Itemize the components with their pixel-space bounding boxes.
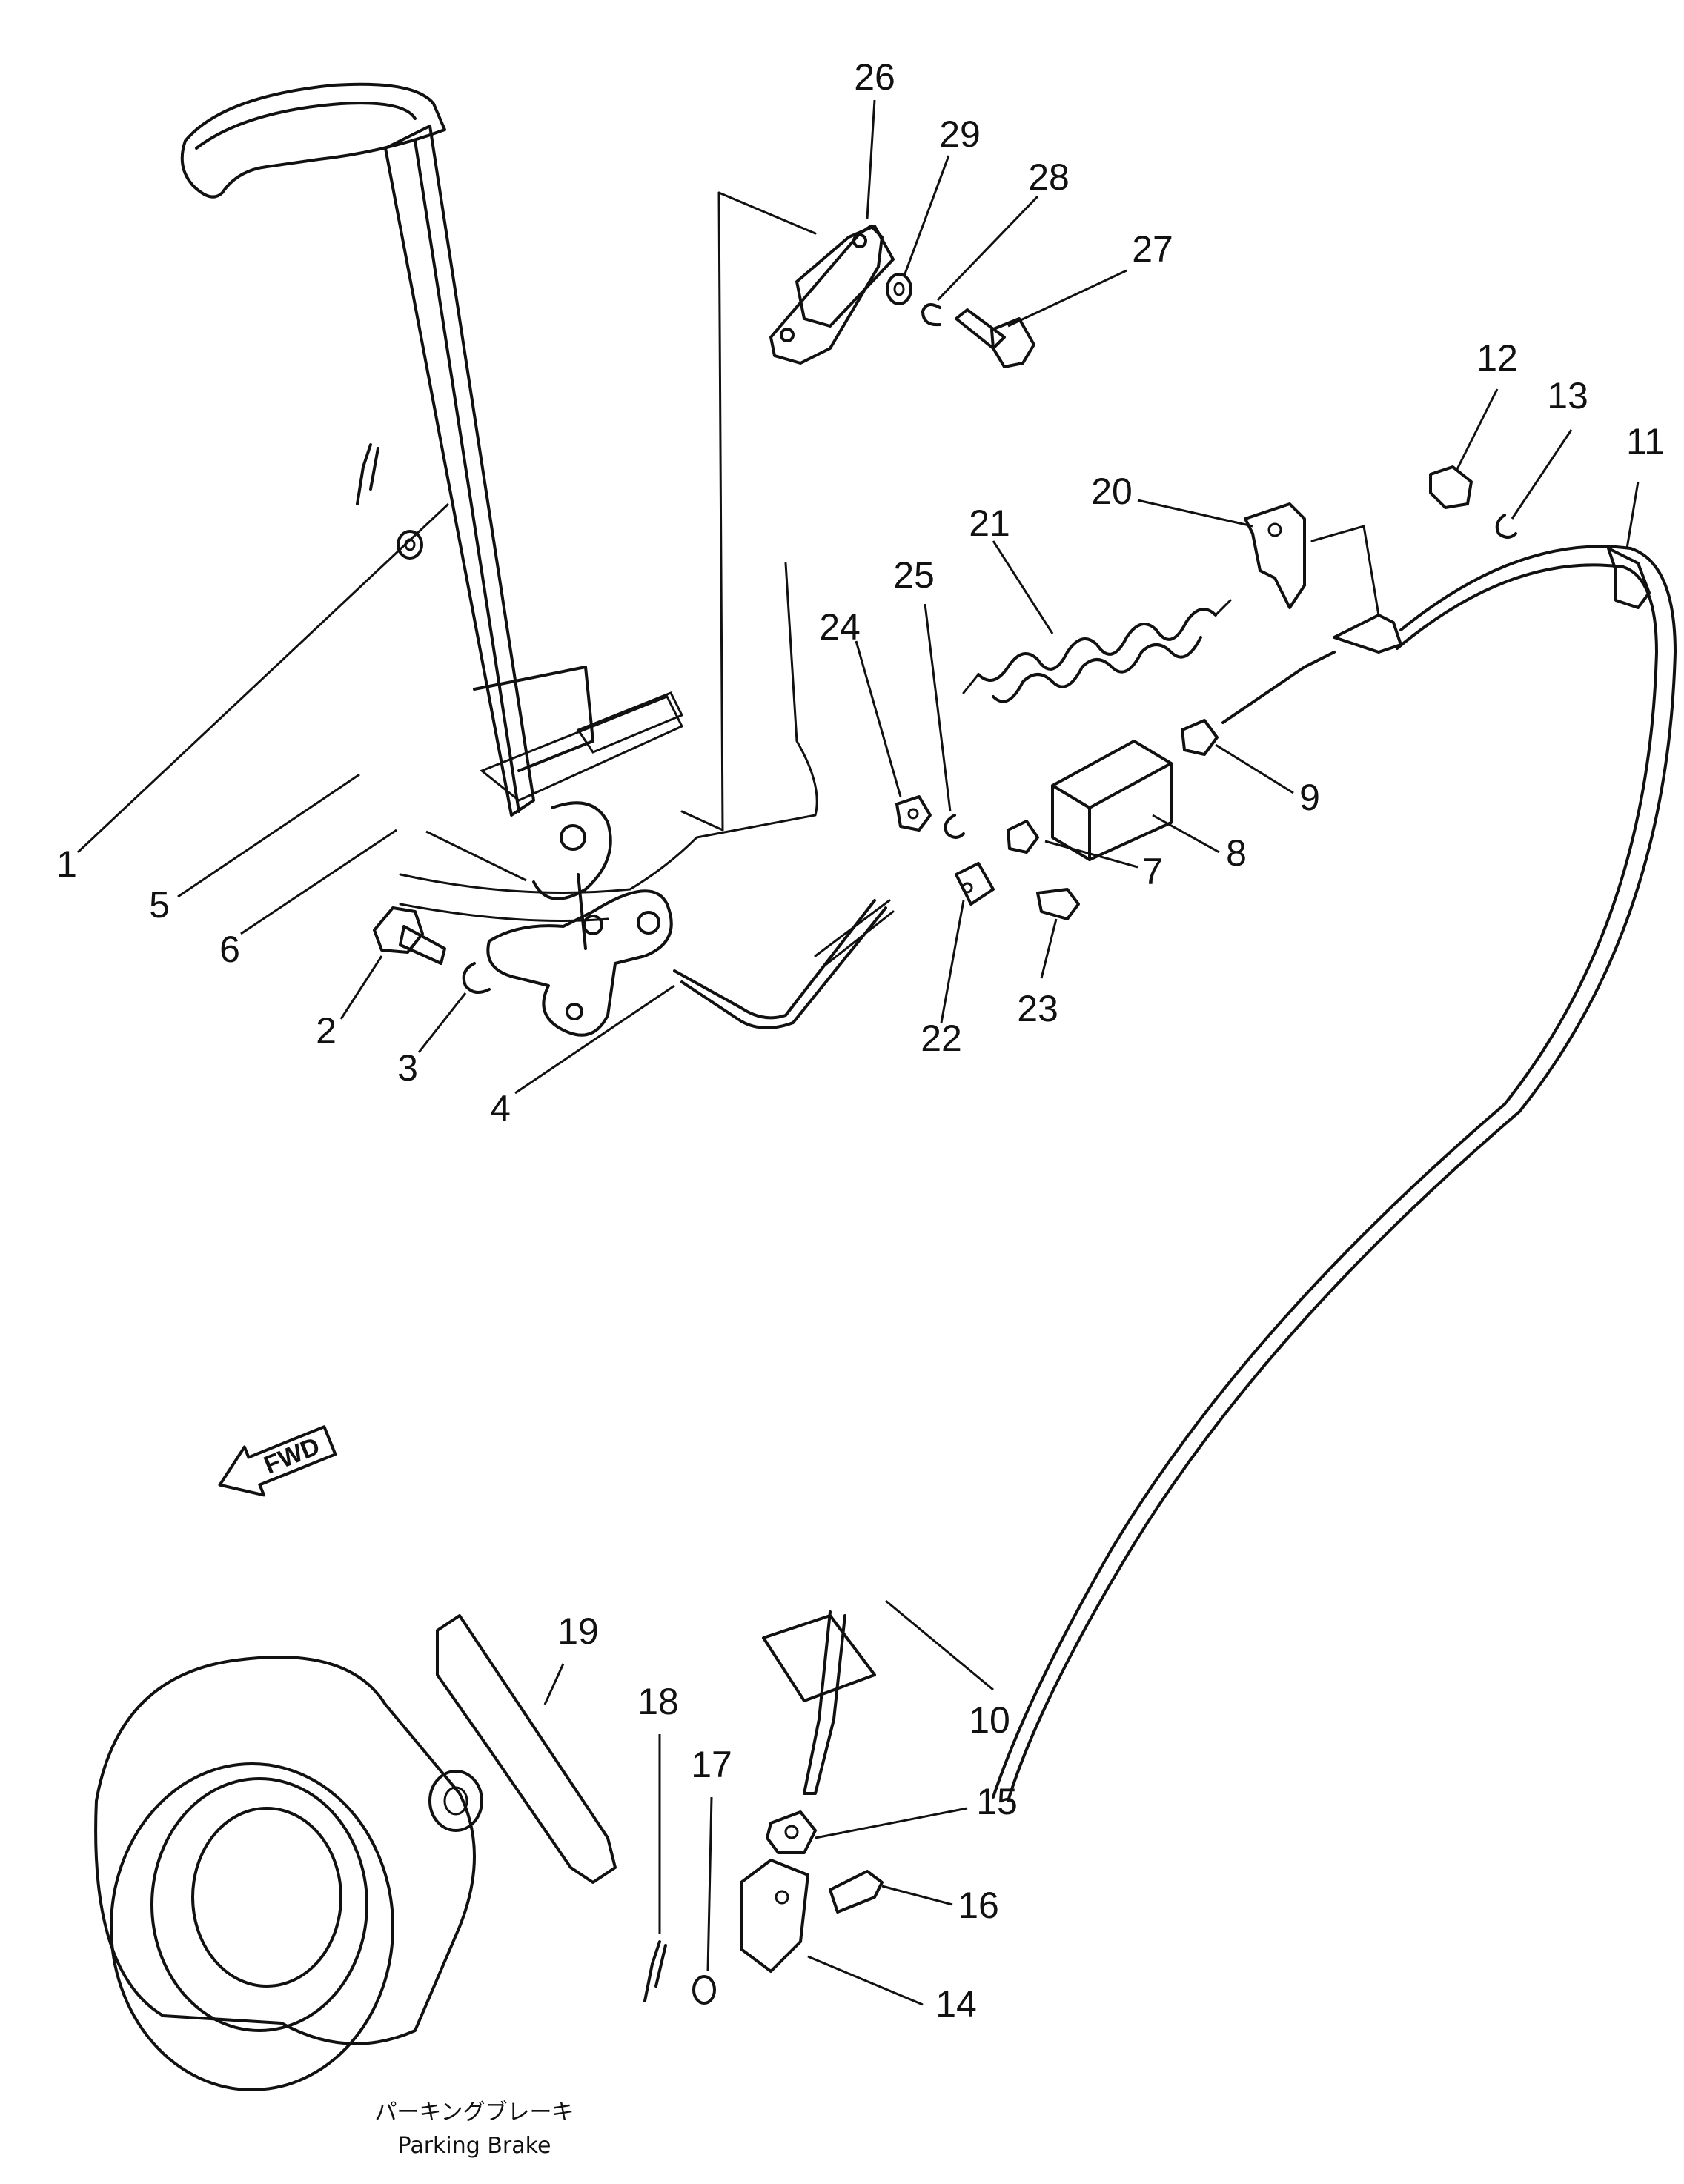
cotter-pin-18	[643, 1940, 667, 2002]
rod-4	[673, 899, 895, 1030]
callout-25: 25	[893, 554, 935, 596]
cotter-pin-5	[356, 443, 379, 505]
nut-15	[766, 1810, 817, 1854]
floor-plate	[399, 562, 818, 922]
forward-arrow-icon: FWD	[218, 1425, 337, 1497]
bolt-27	[955, 308, 1035, 368]
nut-24	[895, 795, 932, 832]
clevis-22	[955, 862, 995, 906]
snap-ring-3	[462, 962, 491, 994]
lock-washer-28	[921, 303, 941, 327]
callout-6: 6	[219, 929, 240, 970]
brake-lever	[180, 82, 673, 1037]
caption-english: Parking Brake	[398, 2133, 551, 2159]
callout-8: 8	[1226, 832, 1247, 874]
callout-20: 20	[1091, 471, 1133, 512]
callout-12: 12	[1476, 337, 1518, 379]
block-8	[1051, 740, 1173, 861]
nut-9	[1181, 719, 1219, 756]
ring-13	[1495, 514, 1517, 539]
callout-labels: 1 2 3 4 5 6 7 8 9 10 11 12 13 14 15 16 1…	[56, 56, 1665, 2025]
callout-15: 15	[976, 1781, 1018, 1822]
spring-21	[962, 599, 1232, 703]
callout-28: 28	[1028, 156, 1070, 198]
nut-7	[1007, 820, 1039, 854]
cover-plate	[680, 191, 895, 832]
callout-5: 5	[149, 884, 170, 926]
washer-17	[692, 1975, 716, 2005]
callout-16: 16	[958, 1885, 999, 1926]
callout-22: 22	[921, 1018, 962, 1059]
callout-11: 11	[1626, 421, 1665, 462]
callout-26: 26	[854, 56, 895, 98]
clamp-11	[1607, 547, 1651, 609]
yoke-14	[740, 1859, 809, 1973]
callout-7: 7	[1142, 851, 1163, 892]
pin-16	[829, 1870, 884, 1914]
leader-lines	[76, 99, 1640, 2006]
callout-17: 17	[691, 1744, 732, 1785]
callout-9: 9	[1299, 777, 1320, 818]
callout-14: 14	[935, 1983, 977, 2025]
callout-1: 1	[56, 843, 77, 885]
callout-19: 19	[557, 1610, 599, 1652]
cable-10	[992, 545, 1677, 1802]
bolt-23	[1036, 888, 1080, 920]
callout-18: 18	[637, 1681, 679, 1722]
callout-3: 3	[397, 1047, 418, 1089]
bracket-20	[1244, 502, 1380, 617]
callout-13: 13	[1547, 375, 1588, 416]
caption-japanese: パーキングブレーキ	[374, 2100, 574, 2125]
callout-29: 29	[939, 113, 981, 155]
callout-24: 24	[819, 606, 861, 648]
diagram-caption: パーキングブレーキ Parking Brake	[374, 2100, 574, 2159]
callout-23: 23	[1017, 988, 1058, 1029]
cable-lower-bracket	[762, 1610, 876, 1795]
washer-29	[886, 273, 912, 305]
brake-arm-19	[428, 1614, 617, 1884]
callout-27: 27	[1132, 228, 1173, 270]
callout-21: 21	[969, 502, 1010, 544]
washer-6	[397, 530, 423, 560]
callout-4: 4	[490, 1088, 511, 1129]
brake-drum	[94, 1656, 476, 2091]
callout-2: 2	[316, 1010, 337, 1052]
ring-25	[944, 814, 965, 839]
bolt-2	[373, 906, 446, 965]
callout-10: 10	[969, 1699, 1010, 1741]
bolt-12	[1429, 465, 1473, 509]
